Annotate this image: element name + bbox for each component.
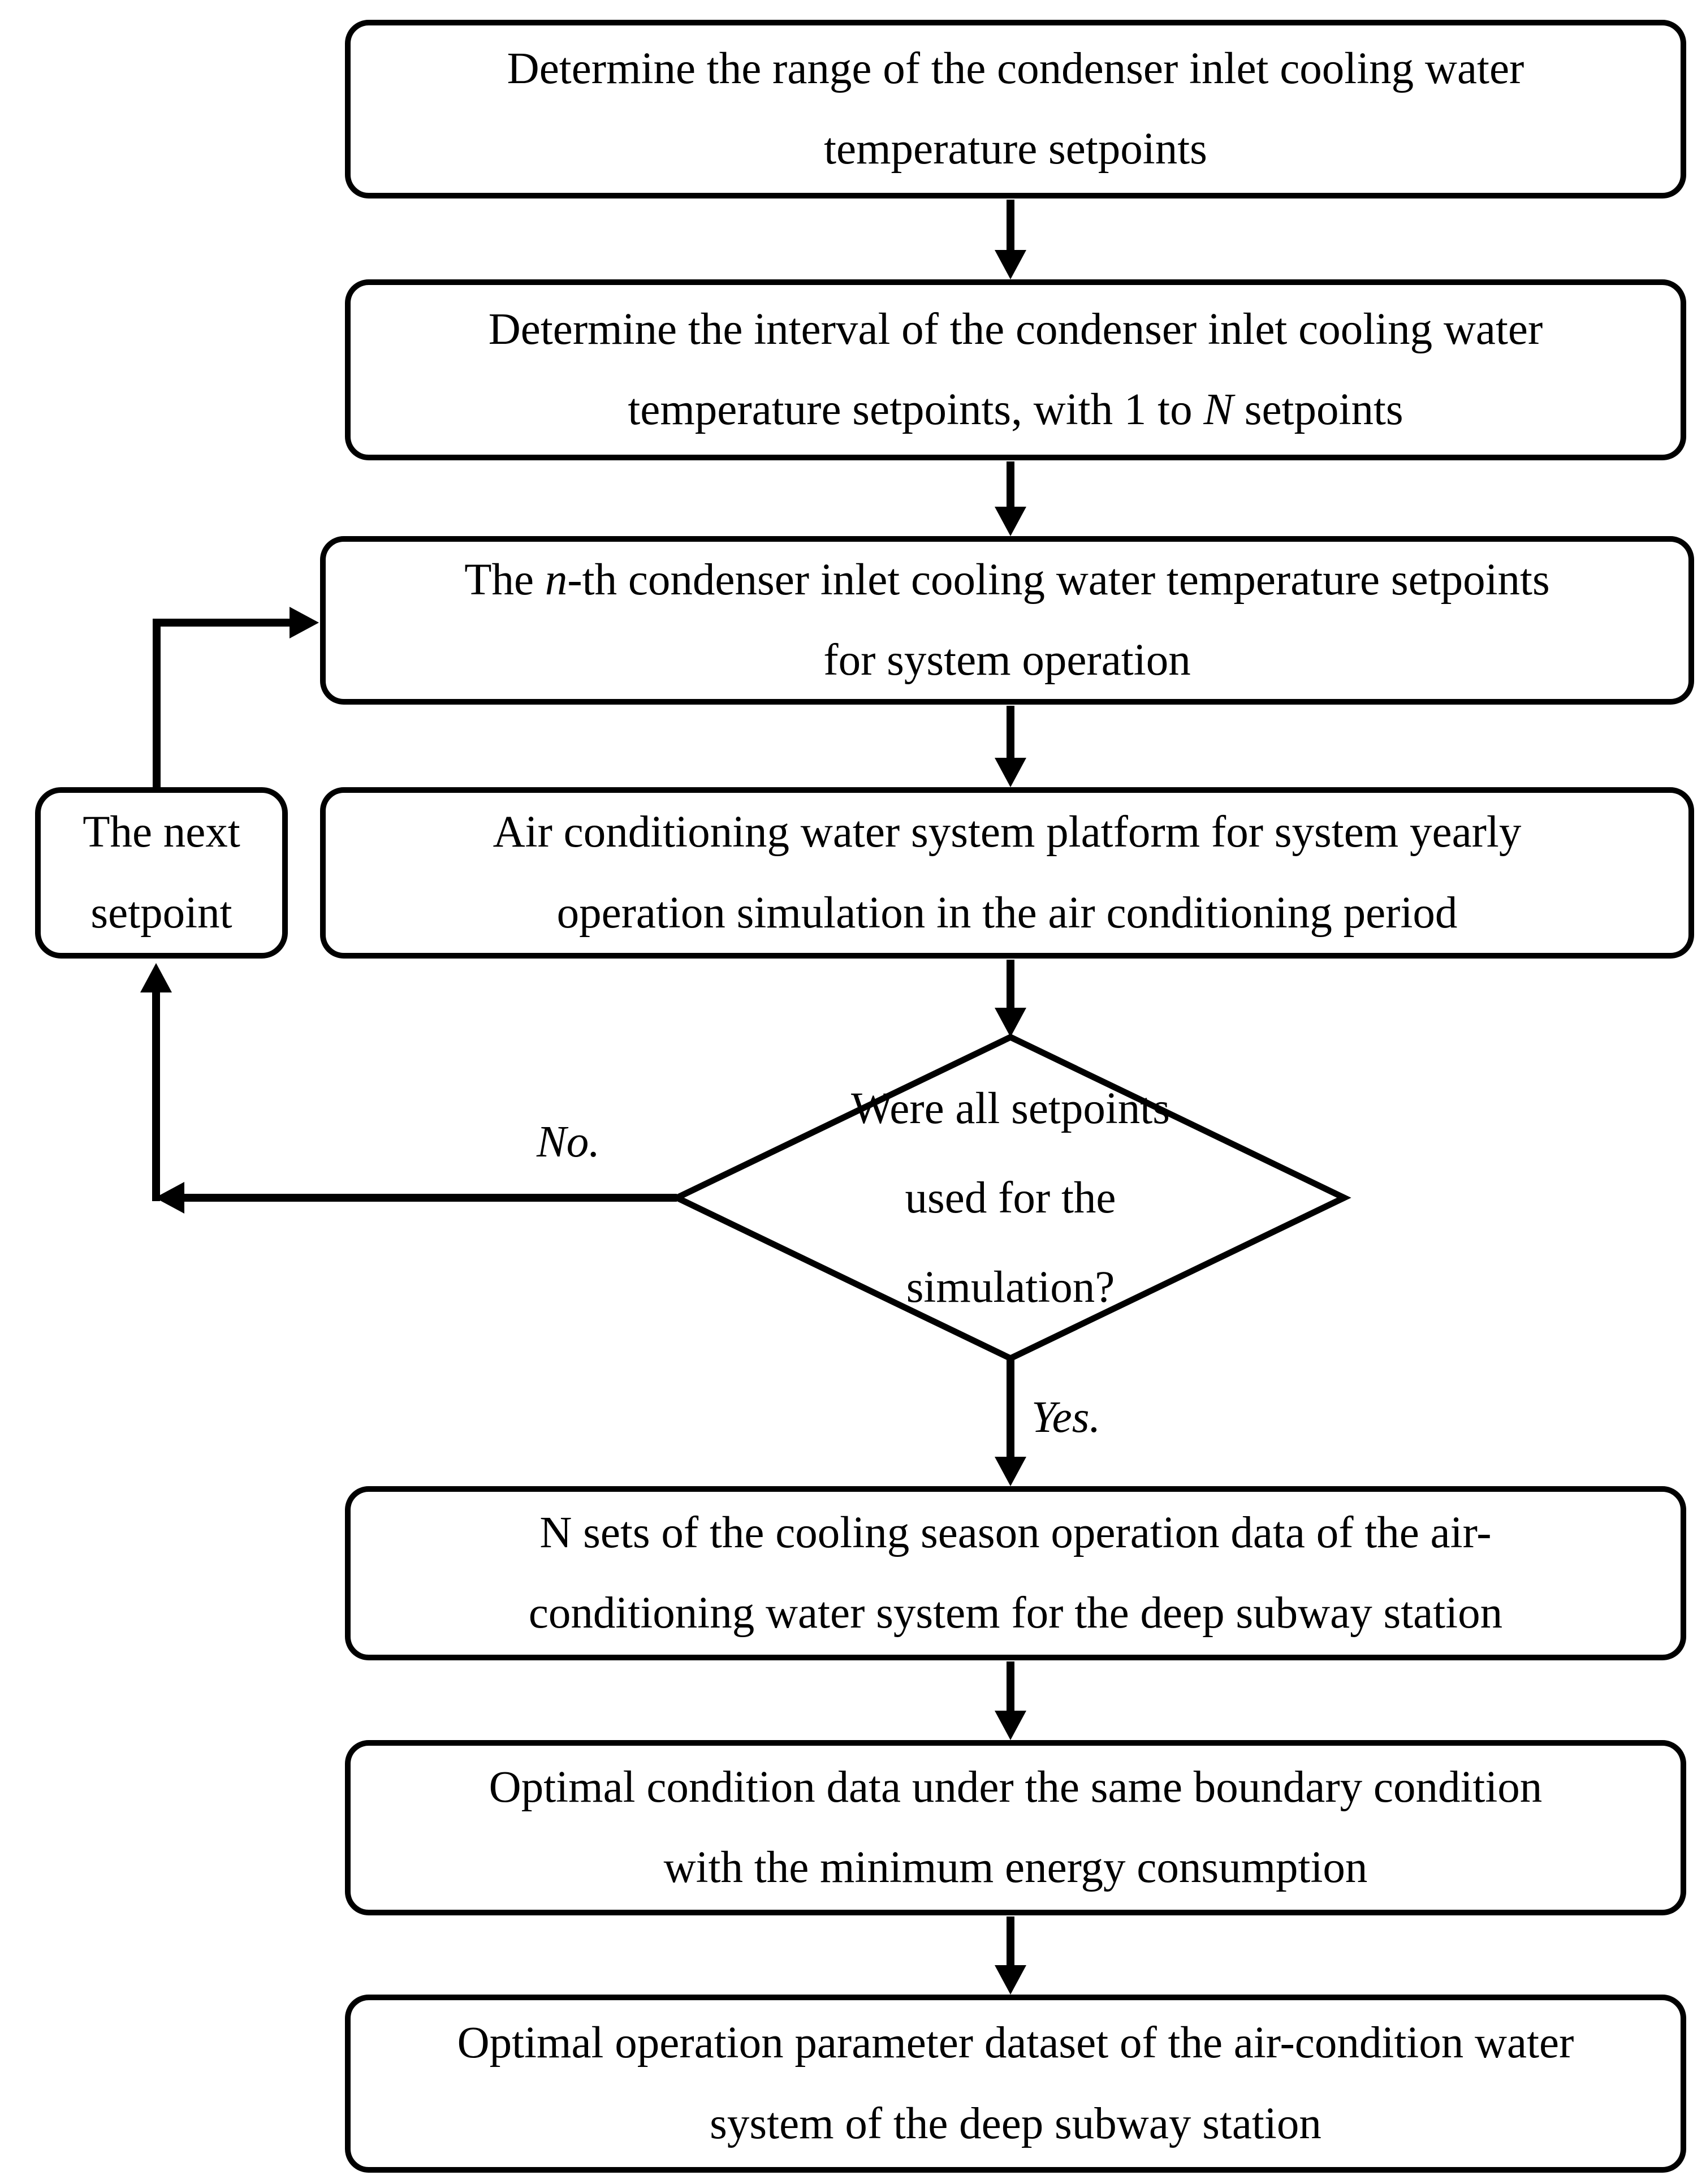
decision-diamond-shape — [670, 1033, 1351, 1362]
decision-all-setpoints-used: Were all setpoints used for the simulati… — [728, 1054, 1293, 1343]
step-optimal-condition-line1: Optimal condition data under the same bo… — [489, 1762, 1543, 1812]
step-optimal-dataset: Optimal operation parameter dataset of t… — [345, 1995, 1686, 2173]
step-optimal-dataset-line2: system of the deep subway station — [710, 2099, 1321, 2148]
step-nth-setpoint: The n-th condenser inlet cooling water t… — [320, 536, 1694, 705]
step-nth-setpoint-line2: for system operation — [823, 636, 1191, 685]
arrow-range-to-interval — [995, 200, 1026, 279]
step-determine-interval-line1: Determine the interval of the condenser … — [488, 304, 1543, 354]
step-next-setpoint-line1: The next — [83, 808, 240, 857]
step-simulation-platform: Air conditioning water system platform f… — [320, 787, 1694, 959]
step-determine-range: Determine the range of the condenser inl… — [345, 20, 1686, 198]
interval-line2-post: setpoints — [1233, 385, 1403, 434]
step-n-sets-data-line2: conditioning water system for the deep s… — [528, 1589, 1503, 1638]
step-determine-interval: Determine the interval of the condenser … — [345, 279, 1686, 460]
arrow-nsets-to-optimal-condition — [995, 1661, 1026, 1740]
arrow-optimal-condition-to-dataset — [995, 1917, 1026, 1995]
nth-line1-post: -th condenser inlet cooling water temper… — [567, 555, 1550, 605]
label-no: No. — [537, 1117, 600, 1167]
arrow-next-setpoint-to-nth — [153, 607, 319, 789]
step-optimal-dataset-line1: Optimal operation parameter dataset of t… — [457, 2018, 1574, 2068]
step-n-sets-data-line1: N sets of the cooling season operation d… — [539, 1508, 1492, 1557]
interval-variable-N: N — [1203, 385, 1234, 434]
nth-line1-pre: The — [464, 555, 545, 605]
arrow-platform-to-decision — [995, 960, 1026, 1037]
step-determine-interval-line2: temperature setpoints, with 1 to N setpo… — [628, 370, 1403, 450]
nth-variable-n: n — [545, 555, 568, 605]
step-simulation-platform-line1: Air conditioning water system platform f… — [493, 808, 1522, 857]
decision-line3: simulation? — [906, 1263, 1115, 1312]
label-yes: Yes. — [1031, 1393, 1101, 1442]
step-simulation-platform-line2: operation simulation in the air conditio… — [556, 888, 1458, 938]
step-optimal-condition-line2: with the minimum energy consumption — [663, 1843, 1368, 1892]
interval-line2-pre: temperature setpoints, with 1 to — [628, 385, 1204, 434]
decision-line2: used for the — [905, 1173, 1116, 1223]
step-nth-setpoint-line1: The n-th condenser inlet cooling water t… — [464, 540, 1550, 620]
step-n-sets-data: N sets of the cooling season operation d… — [345, 1486, 1686, 1660]
step-optimal-condition: Optimal condition data under the same bo… — [345, 1740, 1686, 1915]
step-next-setpoint: The next setpoint — [35, 787, 288, 959]
step-next-setpoint-line2: setpoint — [90, 888, 232, 938]
arrow-loop-up-to-next-setpoint — [140, 963, 172, 1201]
step-determine-range-line2: temperature setpoints — [824, 124, 1207, 174]
arrow-decision-no-branch — [155, 1182, 677, 1214]
arrow-nth-to-platform — [995, 706, 1026, 787]
step-determine-range-line1: Determine the range of the condenser inl… — [507, 44, 1524, 93]
decision-line1: Were all setpoints — [850, 1084, 1171, 1133]
arrow-interval-to-nth — [995, 461, 1026, 536]
arrow-decision-yes-to-nsets — [995, 1359, 1026, 1486]
